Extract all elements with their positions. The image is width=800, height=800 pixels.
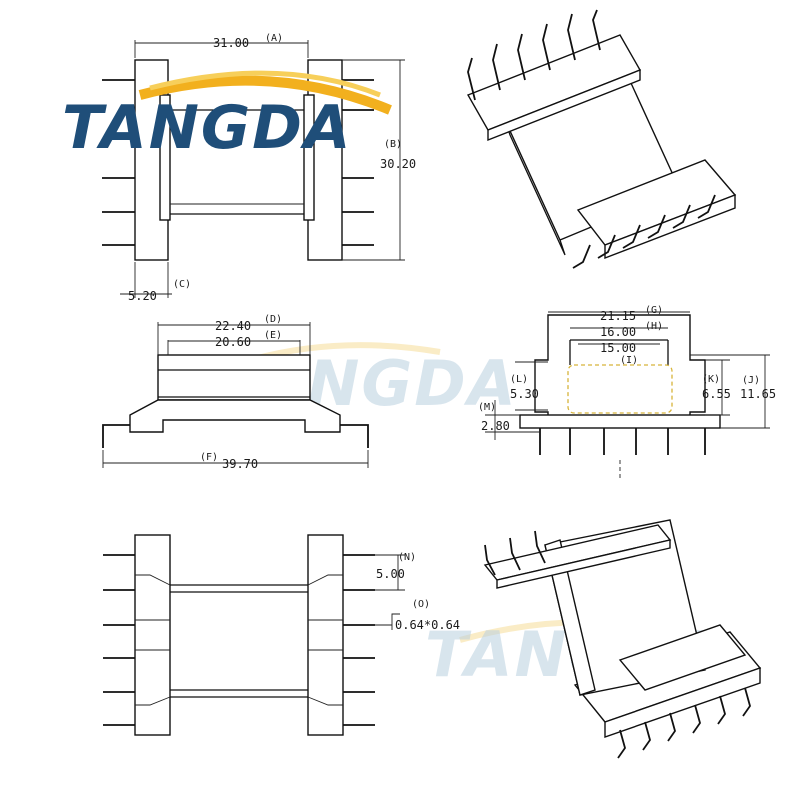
dim-i-value: 15.00 <box>600 341 636 355</box>
dim-j-value: 11.65 <box>740 387 776 401</box>
iso-view-top <box>466 9 737 269</box>
dim-a-value: 31.00 <box>213 36 249 50</box>
front-view: 21.15 (G) 16.00 (H) 15.00 (I) (L) 5.30 (… <box>478 305 776 480</box>
dim-g-label: (G) <box>645 305 663 316</box>
iso-top-far-pins <box>467 9 601 101</box>
dim-h-label: (H) <box>645 321 663 332</box>
dim-h-value: 16.00 <box>600 325 636 339</box>
dim-o-label: (O) <box>412 599 430 610</box>
dim-l-value: 5.30 <box>510 387 539 401</box>
dim-d-value: 22.40 <box>215 319 251 333</box>
iso-view-bottom <box>483 519 762 759</box>
brand-logo: TANGDA <box>62 70 392 163</box>
logo-text: TANGDA <box>62 93 352 163</box>
dim-o-value: 0.64*0.64 <box>395 618 460 632</box>
dim-j-label: (J) <box>742 375 760 386</box>
dim-d-label: (D) <box>264 314 282 325</box>
dim-c-label: (C) <box>173 279 191 290</box>
bottom-left-flange <box>134 534 171 736</box>
dim-k-value: 6.55 <box>702 387 731 401</box>
core-dashed-outline <box>567 364 673 414</box>
logo-swoosh <box>138 75 392 115</box>
bottom-right-flange <box>307 534 344 736</box>
dim-f-value: 39.70 <box>222 457 258 471</box>
side-view: 22.40 (D) 20.60 (E) (F) 39.70 <box>102 314 369 471</box>
dim-a-label: (A) <box>265 33 283 44</box>
bottom-view: (N) 5.00 (O) 0.64*0.64 <box>103 534 460 736</box>
dim-m-value: 2.80 <box>481 419 510 433</box>
side-core <box>157 354 311 401</box>
dim-m-label: (M) <box>478 402 496 413</box>
dim-k-label: (K) <box>702 374 720 385</box>
dim-b-value: 30.20 <box>380 157 416 171</box>
iso-bottom-front-pins <box>617 687 751 759</box>
dim-c-value: 5.20 <box>128 289 157 303</box>
dim-f-label: (F) <box>200 452 218 463</box>
dim-l-label: (L) <box>510 374 528 385</box>
dim-n-value: 5.00 <box>376 567 405 581</box>
front-base <box>519 414 721 429</box>
dim-i-label: (I) <box>620 355 638 366</box>
dim-b-label: (B) <box>384 139 402 150</box>
dim-g-value: 21.15 <box>600 309 636 323</box>
dim-n-label: (N) <box>398 552 416 563</box>
dim-e-value: 20.60 <box>215 335 251 349</box>
dim-e-label: (E) <box>264 330 282 341</box>
iso-top-near-pins <box>572 194 716 269</box>
iso-bottom-rear-pins <box>484 530 546 576</box>
